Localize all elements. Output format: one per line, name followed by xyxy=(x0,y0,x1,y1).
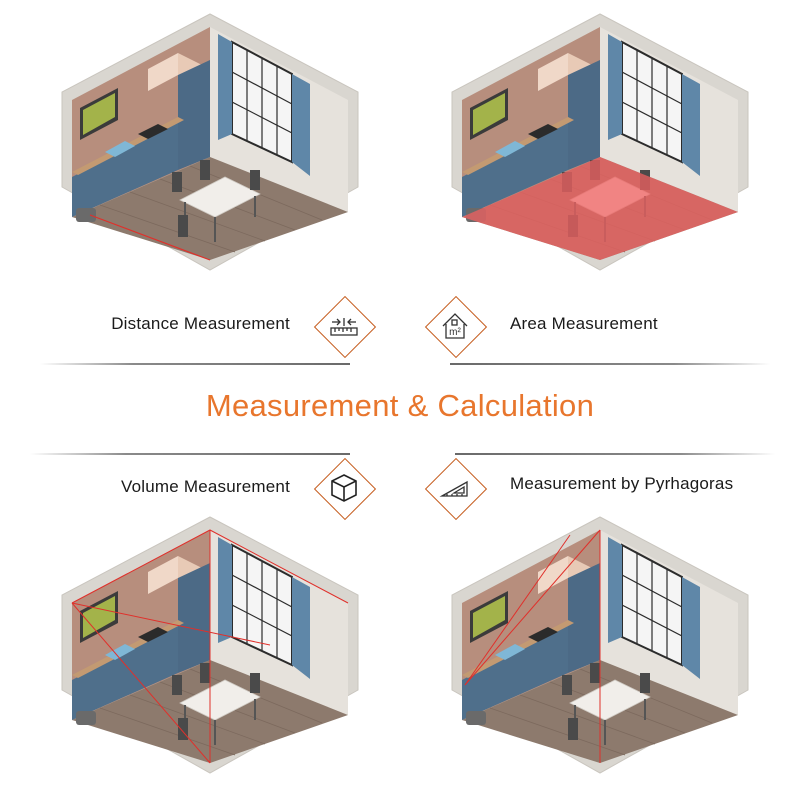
laser-pythagoras-lines xyxy=(464,529,601,763)
pythagoras-measurement-label: Measurement by Pyrhagoras xyxy=(510,474,734,493)
room-illustration-area xyxy=(450,12,750,272)
house-m2-icon: m² xyxy=(424,295,488,359)
cube-icon xyxy=(313,457,377,521)
room-illustration-volume xyxy=(60,515,360,775)
divider xyxy=(455,453,775,455)
set-square-icon xyxy=(424,457,488,521)
main-title: Measurement & Calculation xyxy=(205,388,595,423)
divider xyxy=(30,453,350,455)
laser-volume-lines xyxy=(71,529,349,764)
laser-line xyxy=(89,214,211,261)
volume-measurement-label: Volume Measurement xyxy=(121,477,290,496)
distance-measurement-label: Distance Measurement xyxy=(111,314,290,333)
room-illustration-pythagoras xyxy=(450,515,750,775)
m2-text: m² xyxy=(449,327,461,338)
area-measurement-label: Area Measurement xyxy=(510,314,658,333)
divider xyxy=(450,363,770,365)
divider xyxy=(40,363,350,365)
area-overlay xyxy=(462,157,738,260)
room-illustration-distance xyxy=(60,12,360,272)
ruler-arrows-icon xyxy=(313,295,377,359)
